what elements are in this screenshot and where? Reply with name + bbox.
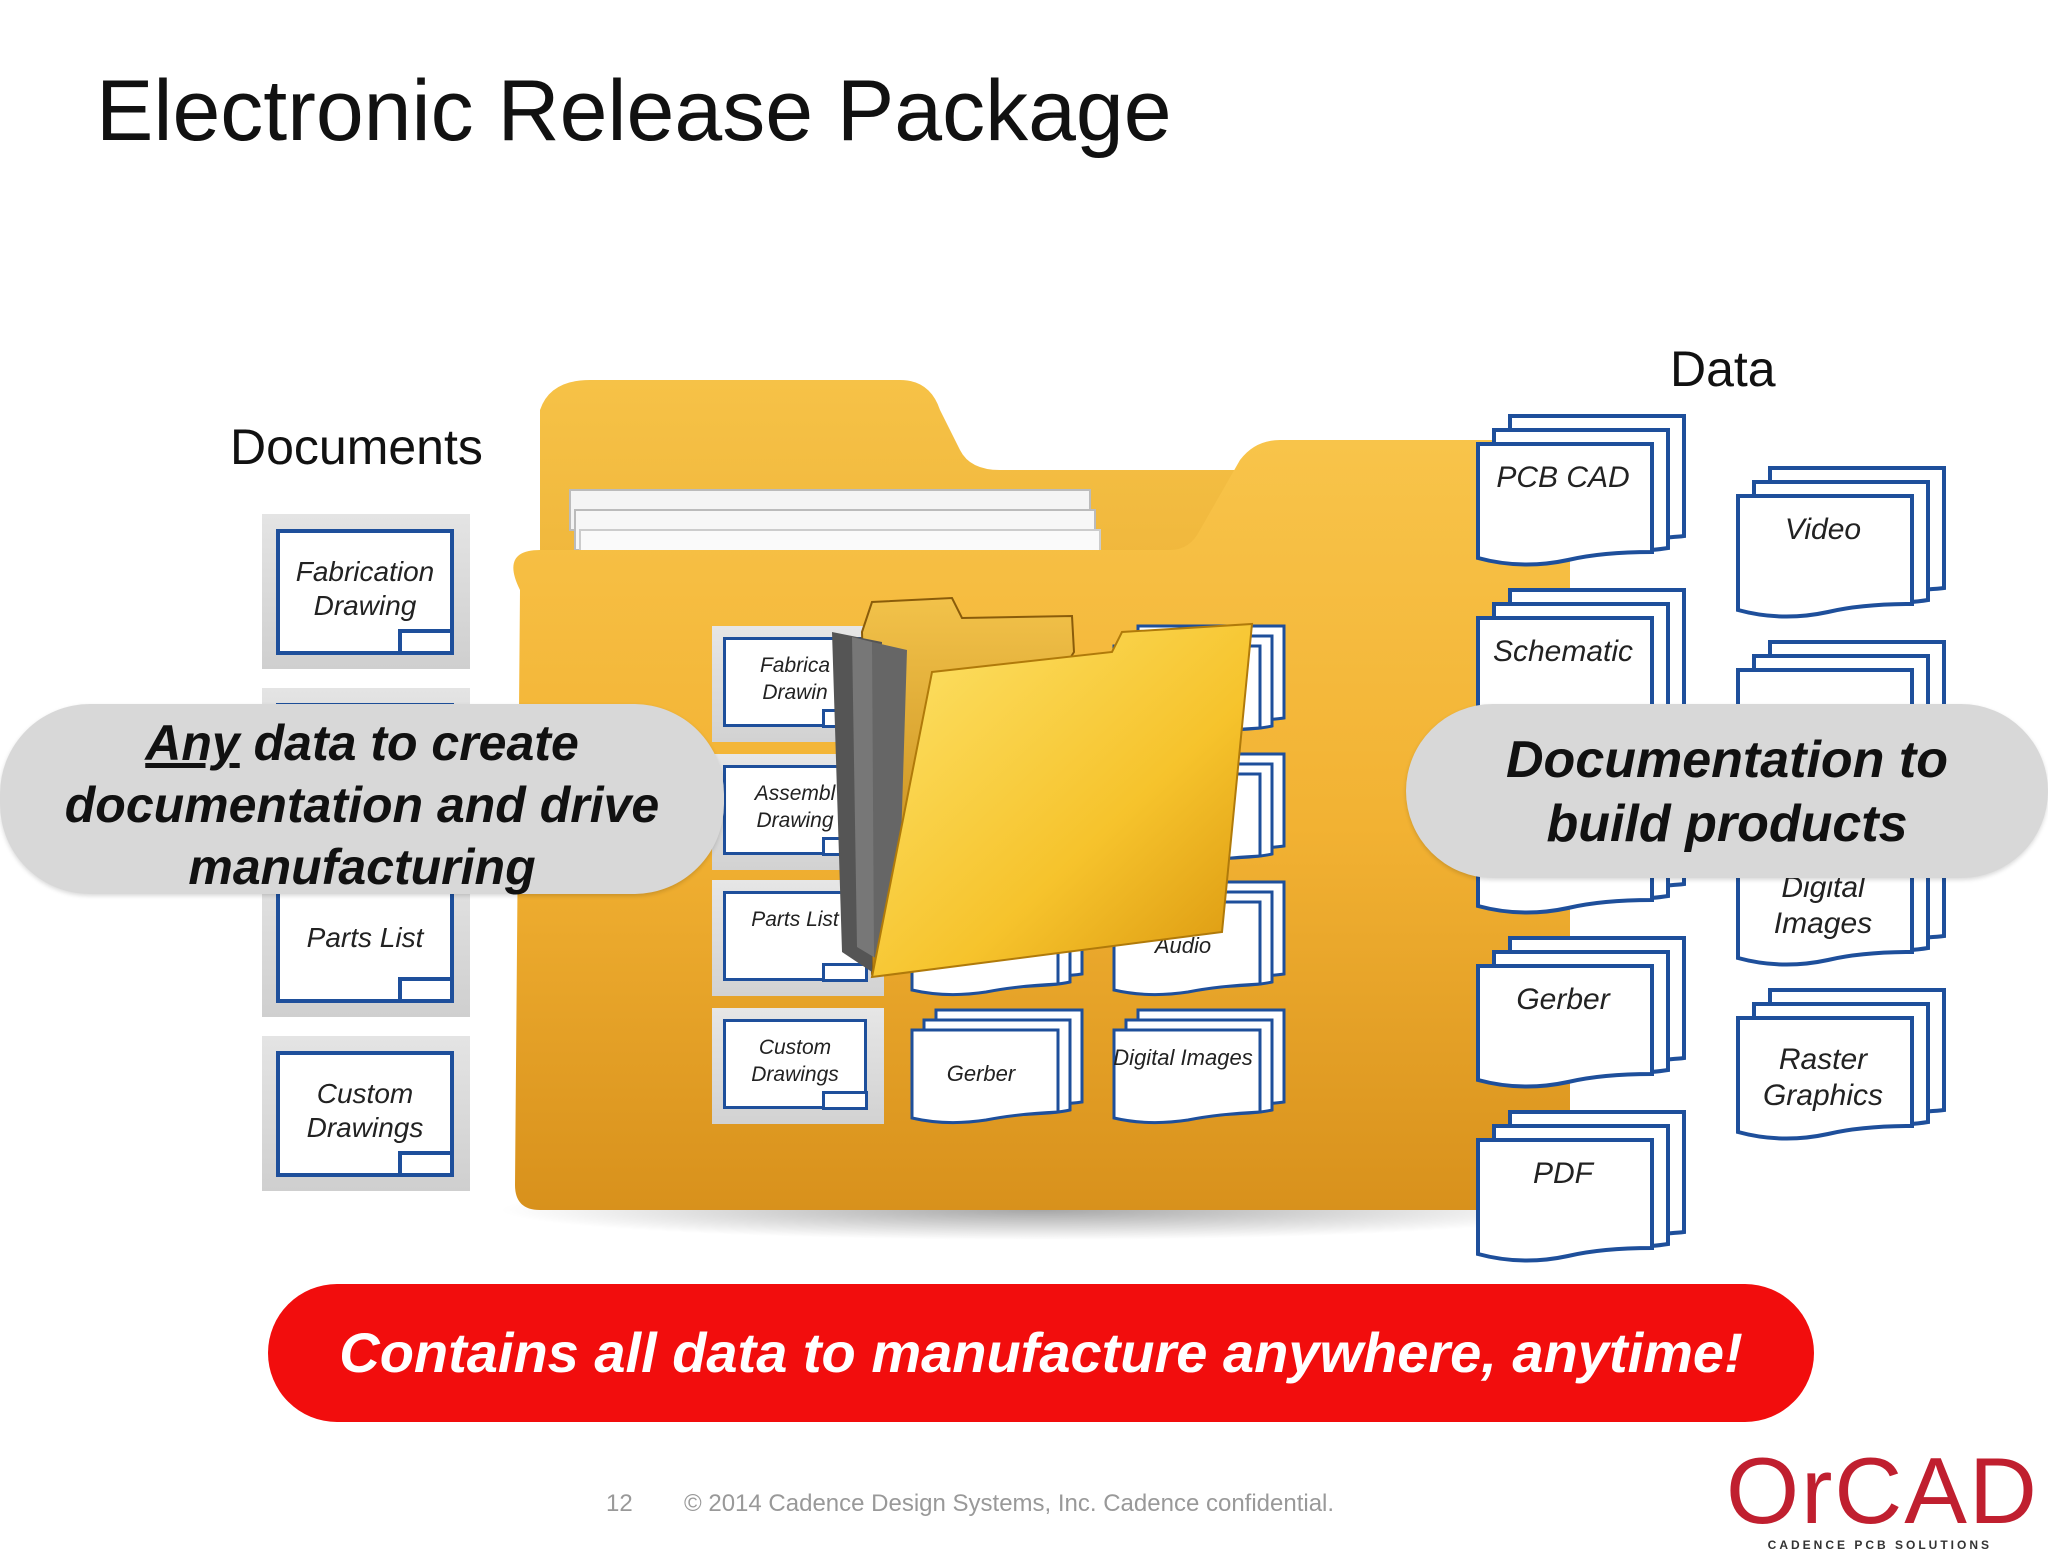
data-label: Digital Images [1113, 1045, 1253, 1070]
page-number: 12 [606, 1490, 633, 1517]
document-label: Parts List [306, 922, 424, 953]
logo-name: OrCAD [1726, 1438, 2039, 1543]
banner: Contains all data to manufacture anywher… [268, 1284, 1814, 1422]
data-stack: Raster Graphics [1732, 986, 1948, 1146]
document-card: Fabrication Drawing [262, 514, 470, 669]
documents-label: Documents [230, 419, 483, 475]
data-label: PDF [1533, 1157, 1593, 1190]
document-card: Custom Drawings [262, 1036, 470, 1191]
data-stack: PCB CAD [1472, 412, 1688, 572]
folder-document-card: Custom Drawings [712, 1008, 884, 1124]
data-label: Data [1670, 341, 1776, 397]
data-label: Gerber [946, 1061, 1016, 1086]
folder-data-stack: Gerber [906, 1006, 1086, 1126]
slide-title: Electronic Release Package [96, 63, 1172, 159]
left-callout-bubble: Any data to create documentation and dri… [0, 704, 724, 895]
document-label: Parts List [751, 908, 839, 931]
data-label: PCB CAD [1496, 461, 1630, 494]
copyright-text: © 2014 Cadence Design Systems, Inc. Cade… [684, 1490, 1335, 1517]
data-stack: Video [1732, 464, 1948, 624]
emphasis-text: Any [145, 715, 240, 771]
right-callout-bubble: Documentation to build products [1406, 704, 2048, 878]
folder-data-stack: Digital Images [1108, 1006, 1288, 1126]
document-label: Fabrica Drawin [759, 654, 831, 704]
document-label: Assembl Drawing [754, 782, 836, 832]
data-label: Video [1784, 513, 1862, 546]
open-folder-icon [832, 596, 1254, 979]
data-stack: PDF [1472, 1108, 1688, 1268]
data-stack: Gerber [1472, 934, 1688, 1094]
callout-text: data to create documentation and drive m… [64, 715, 660, 895]
logo-tagline: CADENCE PCB SOLUTIONS [1767, 1538, 1992, 1552]
document-label: Custom Drawings [751, 1036, 839, 1086]
document-label: Custom Drawings [306, 1078, 424, 1143]
data-label: Schematic [1492, 635, 1634, 668]
data-label: Digital Images [1773, 871, 1873, 940]
data-label: Gerber [1516, 983, 1610, 1016]
document-label: Fabrication Drawing [295, 556, 435, 621]
data-label: Raster Graphics [1762, 1043, 1884, 1112]
